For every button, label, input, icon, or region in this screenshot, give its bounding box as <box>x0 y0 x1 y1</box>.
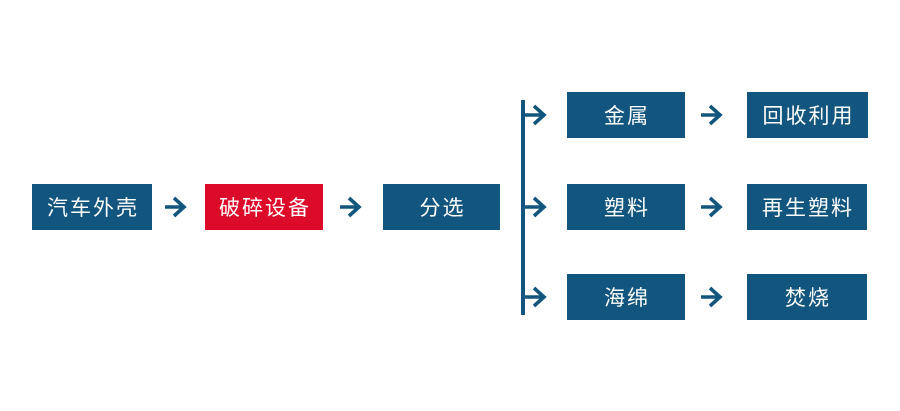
node-sponge: 海绵 <box>567 274 685 320</box>
arrow-right-icon <box>699 104 727 126</box>
node-plastic: 塑料 <box>567 184 685 230</box>
arrow-right-icon <box>338 196 366 218</box>
node-recycled-plastic: 再生塑料 <box>747 184 867 230</box>
node-car-shell: 汽车外壳 <box>32 184 152 230</box>
node-incineration: 焚烧 <box>747 274 867 320</box>
arrow-right-icon <box>523 286 551 308</box>
arrow-right-icon <box>523 104 551 126</box>
branch-connector-line <box>521 100 525 315</box>
node-sorting: 分选 <box>383 184 500 230</box>
node-crusher: 破碎设备 <box>205 184 323 230</box>
node-recycle-reuse: 回收利用 <box>747 92 868 138</box>
node-metal: 金属 <box>567 92 685 138</box>
arrow-right-icon <box>163 196 191 218</box>
arrow-right-icon <box>699 286 727 308</box>
arrow-right-icon <box>523 196 551 218</box>
arrow-right-icon <box>699 196 727 218</box>
